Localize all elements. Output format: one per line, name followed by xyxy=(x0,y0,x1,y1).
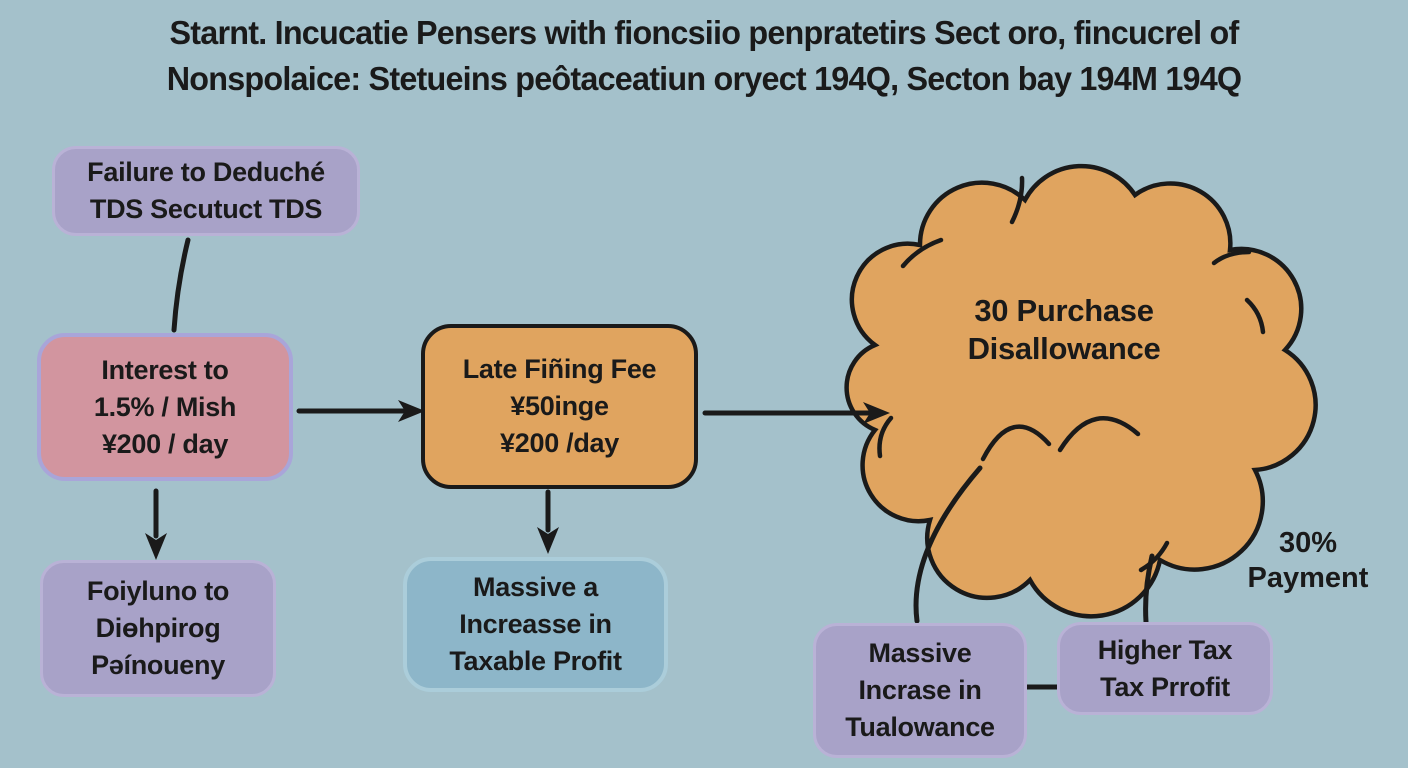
node-line: Increasse in xyxy=(459,609,612,639)
node-line: ¥200 / day xyxy=(101,428,229,459)
curve-cloud-to-highertax xyxy=(1143,553,1155,625)
cloud-sketch-tick xyxy=(900,237,944,269)
node-line: ¥200 /day xyxy=(500,428,619,458)
node-penalty: Foiyluno to Diɵhpirog Pəínoueny xyxy=(40,560,276,697)
diagram-title: Starnt. Incucatie Pensers with fioncsiio… xyxy=(14,10,1394,102)
node-line: Foiyluno to xyxy=(86,576,230,606)
arrowhead xyxy=(863,402,890,424)
node-line: Incrase in xyxy=(858,675,982,705)
line-failure-to-interest xyxy=(171,237,191,333)
node-line: Massive a xyxy=(473,572,598,602)
title-line-2: Nonspolaice: Stetueins peôtaceatiun orye… xyxy=(166,60,1242,97)
cloud-sketch-tick xyxy=(1244,297,1266,335)
cloud-sketch-tick xyxy=(1211,249,1252,266)
node-line: Massive xyxy=(868,638,972,668)
cloud-sketch-tick xyxy=(1009,175,1025,225)
node-line: Interest to xyxy=(101,354,229,385)
node-failure-to-deduct-tds: Failure to Deduché TDS Secutuct TDS xyxy=(52,146,360,236)
node-line: Tualowance xyxy=(845,712,995,742)
node-line: Taxable Profit xyxy=(449,646,622,676)
node-line: Pəínoueny xyxy=(91,650,225,680)
cloud-line: Disallowance xyxy=(967,331,1161,366)
title-line-1: Starnt. Incucatie Pensers with fioncsiio… xyxy=(169,14,1240,51)
cloud-sketch-tick xyxy=(877,415,894,459)
cloud-line: 30 Purchase xyxy=(974,293,1154,328)
arrowhead xyxy=(145,533,167,560)
node-line: ¥50inge xyxy=(510,391,609,421)
cloud-inner-arc xyxy=(1057,416,1141,453)
payment-line: 30% xyxy=(1278,527,1338,559)
node-late-filing-fee: Late Fiñing Fee ¥50inge ¥200 /day xyxy=(421,324,698,489)
node-line: Late Fiñing Fee xyxy=(462,354,657,384)
node-tualowance-increase: Massive Incrase in Tualowance xyxy=(813,623,1027,758)
node-taxable-profit-increase: Massive a Increasse in Taxable Profit xyxy=(403,557,668,692)
arrowhead xyxy=(537,527,559,554)
node-line: 1.5% / Mish xyxy=(93,391,237,422)
cloud-inner-arc xyxy=(980,424,1052,462)
node-higher-tax: Higher Tax Tax Prrofit xyxy=(1057,622,1273,715)
node-line: TDS Secutuct TDS xyxy=(89,194,323,224)
payment-line: Payment xyxy=(1247,562,1369,594)
cloud-sketch-tick xyxy=(1138,540,1170,573)
cloud-label-purchase-disallowance: 30 Purchase Disallowance xyxy=(938,292,1190,368)
label-30-percent-payment: 30% Payment xyxy=(1232,526,1384,596)
node-line: Diɵhpirog xyxy=(95,613,221,643)
node-line: Higher Tax xyxy=(1097,634,1233,665)
node-interest: Interest to 1.5% / Mish ¥200 / day xyxy=(37,333,293,481)
node-line: Tax Prrofit xyxy=(1100,671,1230,702)
node-line: Failure to Deduché xyxy=(87,157,325,187)
curve-cloud-to-tualowance xyxy=(913,465,983,624)
